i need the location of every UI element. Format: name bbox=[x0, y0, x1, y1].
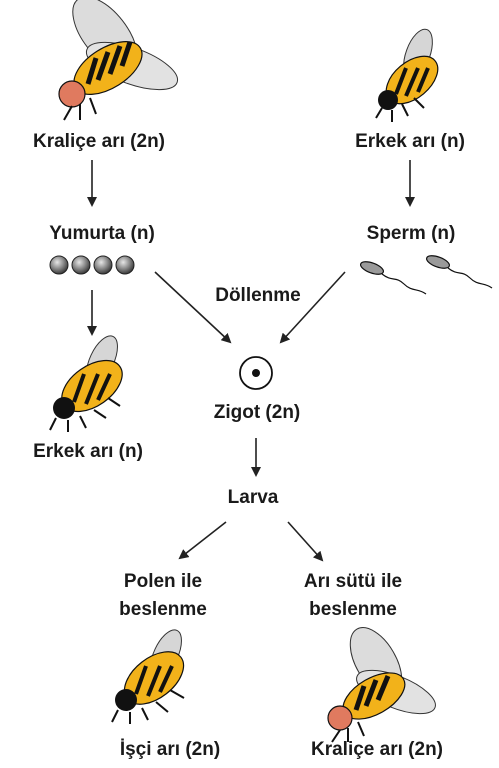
label-zygote: Zigot (2n) bbox=[214, 401, 301, 425]
label-worker: İşçi arı (2n) bbox=[120, 738, 220, 762]
label-pollen-feeding: Polen ile beslenme bbox=[119, 568, 207, 624]
label-sperm: Sperm (n) bbox=[367, 222, 456, 246]
queen-bee-icon bbox=[59, 0, 183, 120]
label-fertilization: Döllenme bbox=[215, 284, 301, 308]
label-queen-bottom: Kraliçe arı (2n) bbox=[311, 738, 443, 762]
label-royal-line2: beslenme bbox=[304, 596, 402, 624]
label-egg: Yumurta (n) bbox=[49, 222, 155, 246]
arrow-larva-to-pollen bbox=[180, 522, 226, 558]
label-royal-jelly-feeding: Arı sütü ile beslenme bbox=[304, 568, 402, 624]
queen-bee-icon bbox=[328, 619, 441, 742]
drone-bee-icon bbox=[50, 331, 131, 432]
drone-bee-icon bbox=[376, 25, 447, 122]
label-royal-line1: Arı sütü ile bbox=[304, 568, 402, 596]
sperm-icon bbox=[359, 253, 492, 294]
egg-icon bbox=[50, 256, 134, 274]
label-queen-top: Kraliçe arı (2n) bbox=[33, 130, 165, 154]
label-drone-top: Erkek arı (n) bbox=[355, 130, 465, 154]
label-pollen-line1: Polen ile bbox=[119, 568, 207, 596]
worker-bee-icon bbox=[112, 625, 193, 724]
label-pollen-line2: beslenme bbox=[119, 596, 207, 624]
label-drone-bottom: Erkek arı (n) bbox=[33, 440, 143, 464]
arrow-larva-to-royal bbox=[288, 522, 322, 560]
zygote-icon bbox=[240, 357, 272, 389]
label-larva: Larva bbox=[228, 486, 279, 510]
